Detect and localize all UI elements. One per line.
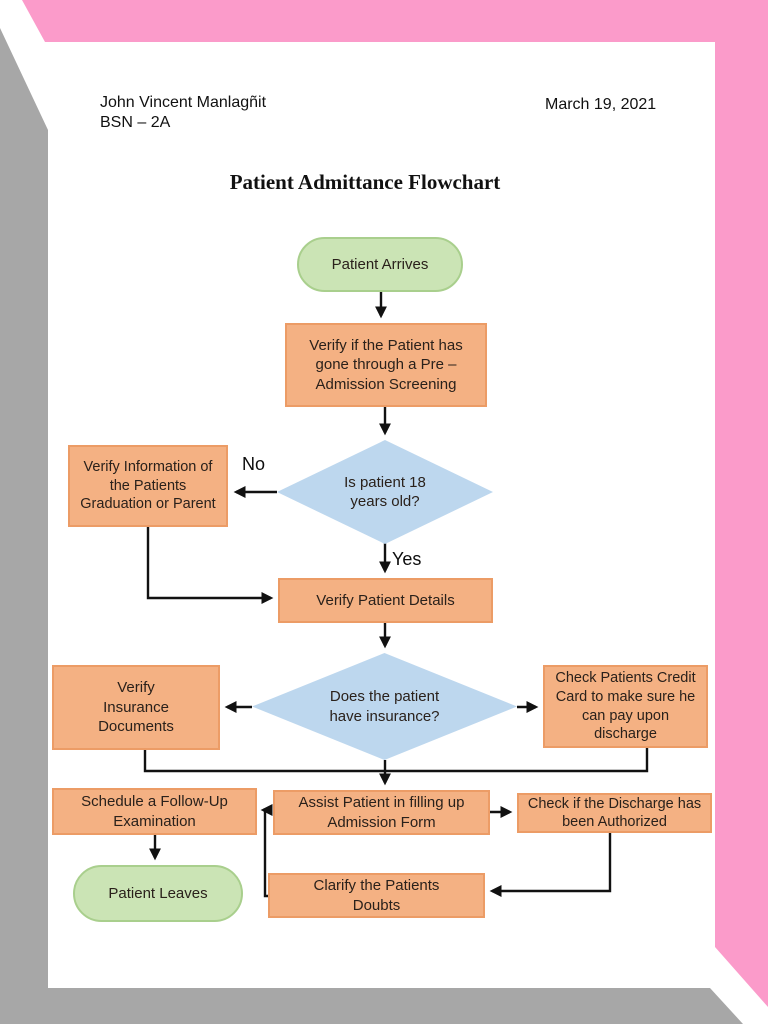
author-class: BSN – 2A bbox=[100, 114, 171, 131]
node-patient-arrives: Patient Arrives bbox=[297, 237, 463, 292]
node-label: Is patient 18 years old? bbox=[344, 473, 426, 511]
node-label: Does the patient have insurance? bbox=[329, 688, 440, 725]
node-label: Patient Arrives bbox=[331, 255, 429, 273]
node-label: Verify Insurance Documents bbox=[98, 679, 174, 736]
node-label: Verify Patient Details bbox=[316, 591, 455, 609]
node-verify-patient-details: Verify Patient Details bbox=[278, 578, 493, 623]
edge-label-yes: Yes bbox=[392, 549, 422, 569]
node-check-discharge-authorized: Check if the Discharge has been Authoriz… bbox=[517, 793, 712, 833]
node-label: Check Patients Credit Card to make sure … bbox=[555, 670, 696, 743]
node-label: Verify Information of the Patients Gradu… bbox=[80, 459, 216, 513]
node-assist-admission-form: Assist Patient in filling up Admission F… bbox=[273, 790, 490, 835]
node-verify-guardian-info: Verify Information of the Patients Gradu… bbox=[68, 445, 228, 527]
edge-label-no: No bbox=[242, 454, 266, 474]
node-label: Clarify the Patients Doubts bbox=[313, 877, 440, 914]
node-pre-admission-screening: Verify if the Patient has gone through a… bbox=[285, 323, 487, 407]
node-label: Verify if the Patient has gone through a… bbox=[309, 336, 463, 393]
node-label: Patient Leaves bbox=[108, 884, 208, 902]
author-name: John Vincent Manlagñit bbox=[100, 94, 267, 111]
node-verify-insurance-documents: Verify Insurance Documents bbox=[52, 665, 220, 750]
page-title: Patient Admittance Flowchart bbox=[229, 170, 501, 194]
node-label: Schedule a Follow-Up Examination bbox=[81, 793, 228, 830]
node-label: Check if the Discharge has been Authoriz… bbox=[527, 795, 702, 830]
node-check-credit-card: Check Patients Credit Card to make sure … bbox=[543, 665, 708, 748]
node-patient-leaves: Patient Leaves bbox=[73, 865, 243, 922]
node-label: Assist Patient in filling up Admission F… bbox=[298, 794, 465, 831]
node-clarify-doubts: Clarify the Patients Doubts bbox=[268, 873, 485, 918]
document-date: March 19, 2021 bbox=[545, 96, 657, 113]
node-schedule-followup: Schedule a Follow-Up Examination bbox=[52, 788, 257, 835]
